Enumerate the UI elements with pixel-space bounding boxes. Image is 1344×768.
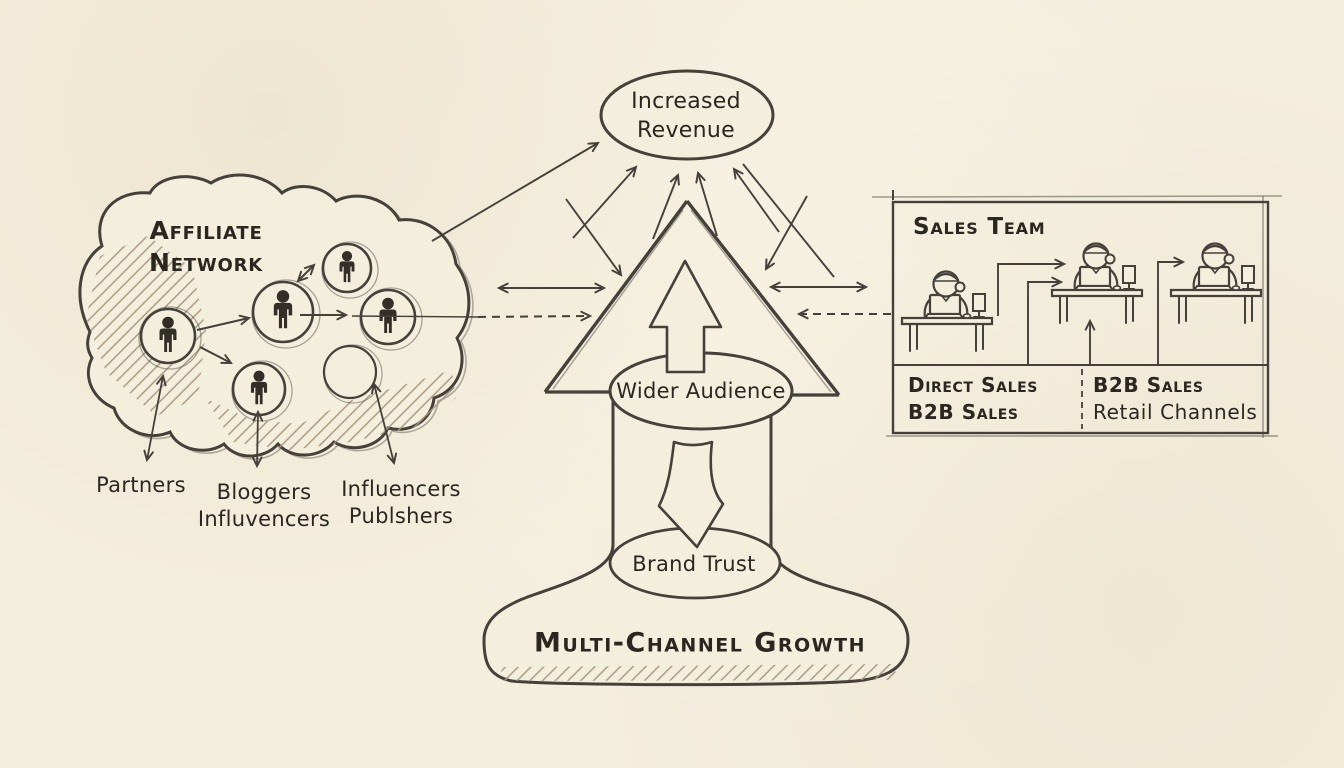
member-circle-right — [359, 287, 423, 351]
brand-trust-label: Brand Trust — [632, 552, 756, 576]
increased-revenue-line1: Increased — [631, 89, 741, 114]
member-circle-bottom — [231, 360, 293, 422]
multi-channel-growth-label: Multi-Channel Growth — [534, 627, 866, 659]
big-arrow-outline — [543, 199, 841, 397]
label-arrows — [147, 376, 394, 466]
partners-label: Partners — [96, 473, 186, 497]
increased-revenue-line2: Revenue — [637, 118, 735, 143]
revenue-fan-arrows — [431, 143, 835, 278]
elbow-channels-to-rep2 — [1027, 282, 1061, 366]
sales-right-cell: B2B Sales Retail Channels — [1093, 373, 1258, 424]
arrow-revenue-to-triangle-right — [766, 195, 808, 269]
member-circle-top — [321, 241, 379, 299]
arrow-center-top-bidirectional — [298, 265, 314, 281]
increased-revenue-ellipse — [599, 69, 775, 161]
arrow-left-to-center — [196, 318, 249, 331]
arrow-left-to-bottom — [199, 346, 231, 363]
elbow-channels-to-rep3 — [1157, 262, 1183, 366]
arrow-partners — [147, 376, 163, 460]
arrow-apex-to-revenue-1 — [652, 175, 678, 240]
sales-rep-icon-2 — [1050, 242, 1144, 325]
sales-team-title: Sales Team — [913, 214, 1046, 240]
dashed-arrow-cloud-to-triangle — [477, 316, 590, 317]
increased-revenue-label: Increased Revenue — [631, 87, 741, 145]
arrow-influencers — [374, 384, 394, 463]
cloud-internal-arrows — [196, 265, 479, 363]
arrow-revenue-to-triangle-left — [565, 198, 621, 275]
sales-rep-icon-1 — [900, 270, 994, 353]
empty-member-circle — [322, 344, 383, 404]
inner-up-arrow — [648, 259, 723, 374]
sales-internal-arrows — [997, 262, 1183, 366]
elbow-rep1-to-rep2 — [997, 264, 1064, 316]
side-connectors — [477, 287, 891, 317]
down-arrow — [657, 440, 725, 549]
member-circle-left — [138, 306, 202, 370]
funnel-hatching — [500, 664, 898, 681]
arrow-bloggers — [257, 412, 258, 466]
sales-team-box — [871, 190, 1283, 438]
arrow-cloud-to-revenue — [431, 143, 598, 242]
member-circle-center — [251, 279, 321, 349]
influencers-label: Influencers Publshers — [341, 477, 461, 528]
sales-left-cell: Direct Sales B2B Sales — [908, 373, 1038, 424]
bloggers-label: Bloggers Influvencers — [197, 480, 331, 531]
line-through-right-member — [351, 315, 479, 318]
affiliate-network-title: Affiliate Network — [148, 216, 264, 277]
wider-audience-label: Wider Audience — [616, 379, 786, 403]
arrow-apex-to-revenue-2 — [698, 173, 718, 237]
line-revenue-to-sales — [742, 163, 835, 278]
arrow-right-up-to-revenue — [734, 169, 780, 233]
sales-rep-icon-3 — [1169, 242, 1263, 325]
arrow-left-up-to-revenue — [572, 167, 636, 239]
